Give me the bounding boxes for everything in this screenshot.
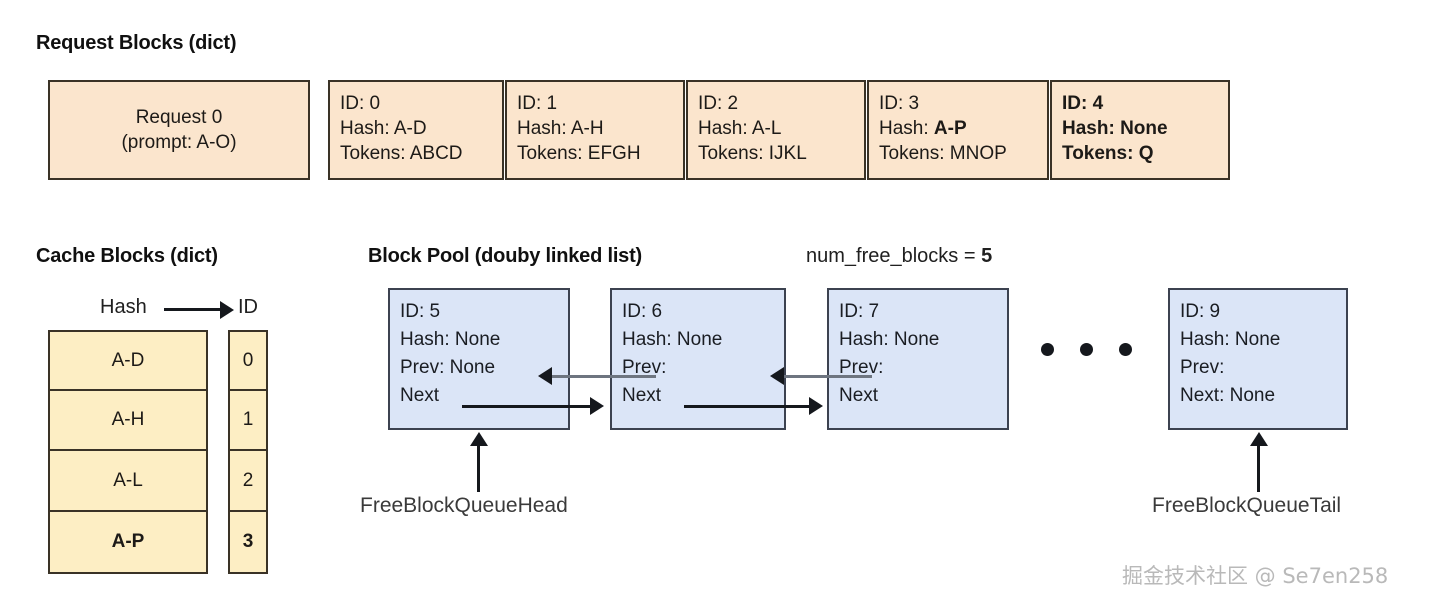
- cache-blocks-title: Cache Blocks (dict): [36, 245, 218, 267]
- tail-pointer-arrow: [1250, 432, 1268, 446]
- hash-to-id-arrow-line: [164, 308, 222, 311]
- pool-block-7-next: Next: [839, 385, 879, 406]
- pool-block-5-id: ID: 5: [400, 301, 441, 322]
- pool-block-7: ID: 7 Hash: None Prev: Next: [827, 288, 1009, 430]
- pool-block-9-next: Next: None: [1180, 385, 1276, 406]
- block-pool-title: Block Pool (douby linked list): [368, 245, 643, 267]
- cache-hash-cell-0: A-D: [111, 349, 145, 371]
- request-block-4-tokens: Tokens: Q: [1062, 143, 1154, 164]
- cache-hash-header: Hash: [100, 296, 147, 318]
- pool-block-5: ID: 5 Hash: None Prev: None Next: [388, 288, 570, 430]
- request-0-prompt: (prompt: A-O): [121, 132, 237, 153]
- request-0-name: Request 0: [135, 107, 223, 128]
- request-block-2: ID: 2 Hash: A-L Tokens: IJKL: [686, 80, 866, 180]
- request-block-0-id: ID: 0: [340, 93, 381, 114]
- cache-hash-cell-2: A-L: [50, 449, 206, 510]
- request-block-0: ID: 0 Hash: A-D Tokens: ABCD: [328, 80, 504, 180]
- next-arrow-5-to-6-line: [462, 405, 592, 408]
- request-block-2-tokens: Tokens: IJKL: [698, 143, 807, 164]
- free-block-queue-tail-label: FreeBlockQueueTail: [1152, 494, 1342, 517]
- cache-id-header: ID: [238, 296, 258, 318]
- pool-block-6-next: Next: [622, 385, 662, 406]
- pool-block-5-hash: Hash: None: [400, 329, 501, 350]
- request-0-box: Request 0 (prompt: A-O): [48, 80, 310, 180]
- request-block-2-id: ID: 2: [698, 93, 739, 114]
- next-arrow-6-to-7-head: [809, 397, 823, 415]
- cache-hash-cell-1: A-H: [50, 389, 206, 449]
- pool-block-6-prev: Prev:: [622, 357, 667, 378]
- cache-id-column: 0 1 2 3: [228, 330, 268, 574]
- ellipsis-dot-3: [1119, 343, 1132, 356]
- request-block-1-id: ID: 1: [517, 93, 558, 114]
- request-block-0-hash: Hash: A-D: [340, 118, 427, 139]
- pool-block-7-id: ID: 7: [839, 301, 880, 322]
- cache-hash-column: A-D A-H A-L A-P: [48, 330, 208, 574]
- request-block-3-id: ID: 3: [879, 93, 920, 114]
- pool-block-6-hash: Hash: None: [622, 329, 723, 350]
- next-arrow-6-to-7-line: [684, 405, 811, 408]
- prev-arrow-6-to-5-line: [552, 375, 656, 378]
- watermark: 掘金技术社区 @ Se7en258: [1122, 564, 1389, 588]
- cache-id-cell-3: 3: [230, 510, 266, 572]
- request-blocks-title: Request Blocks (dict): [36, 32, 237, 54]
- pool-block-6-id: ID: 6: [622, 301, 663, 322]
- pool-block-7-hash: Hash: None: [839, 329, 940, 350]
- pool-block-5-next: Next: [400, 385, 440, 406]
- request-block-1-hash: Hash: A-H: [517, 118, 604, 139]
- cache-id-cell-0: 0: [242, 349, 254, 371]
- pool-block-5-prev: Prev: None: [400, 357, 496, 378]
- prev-arrow-6-to-5-head: [538, 367, 552, 385]
- pool-block-9-id: ID: 9: [1180, 301, 1221, 322]
- cache-id-cell-1: 1: [230, 389, 266, 449]
- hash-to-id-arrow-head: [220, 301, 234, 319]
- tail-pointer-line: [1257, 446, 1260, 492]
- prev-arrow-7-to-6-line: [784, 375, 872, 378]
- ellipsis-dot-1: [1041, 343, 1054, 356]
- request-block-3-hash: Hash: A-P: [879, 118, 967, 139]
- pool-block-6: ID: 6 Hash: None Prev: Next: [610, 288, 786, 430]
- free-block-queue-head-label: FreeBlockQueueHead: [360, 494, 568, 517]
- request-block-2-hash: Hash: A-L: [698, 118, 782, 139]
- ellipsis-dot-2: [1080, 343, 1093, 356]
- request-block-3-tokens: Tokens: MNOP: [879, 143, 1007, 164]
- cache-hash-cell-3: A-P: [50, 510, 206, 572]
- prev-arrow-7-to-6-head: [770, 367, 784, 385]
- cache-id-cell-2: 2: [230, 449, 266, 510]
- pool-block-9: ID: 9 Hash: None Prev: Next: None: [1168, 288, 1348, 430]
- pool-block-7-prev: Prev:: [839, 357, 884, 378]
- request-block-4-id: ID: 4: [1062, 93, 1104, 114]
- head-pointer-line: [477, 446, 480, 492]
- request-block-4: ID: 4 Hash: None Tokens: Q: [1050, 80, 1230, 180]
- request-block-1: ID: 1 Hash: A-H Tokens: EFGH: [505, 80, 685, 180]
- request-block-0-tokens: Tokens: ABCD: [340, 143, 463, 164]
- request-block-4-hash: Hash: None: [1062, 118, 1168, 139]
- num-free-blocks: num_free_blocks = 5: [806, 245, 993, 267]
- next-arrow-5-to-6-head: [590, 397, 604, 415]
- pool-block-9-hash: Hash: None: [1180, 329, 1281, 350]
- request-block-1-tokens: Tokens: EFGH: [517, 143, 641, 164]
- pool-block-9-prev: Prev:: [1180, 357, 1225, 378]
- request-block-3: ID: 3 Hash: A-P Tokens: MNOP: [867, 80, 1049, 180]
- head-pointer-arrow: [470, 432, 488, 446]
